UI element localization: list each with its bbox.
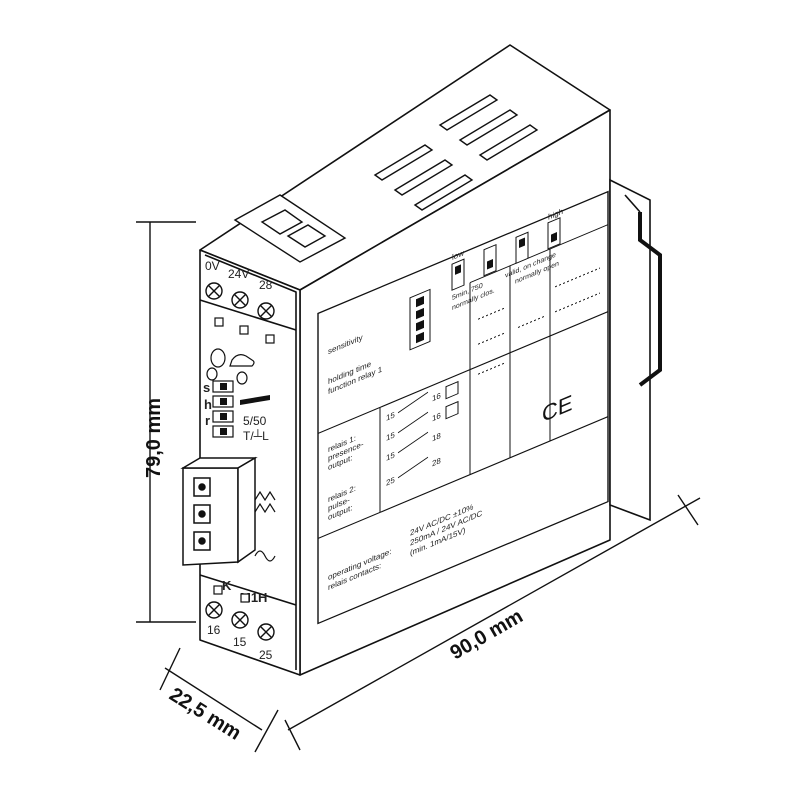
- side-label: low high 5min, 750 valid, on change norm…: [317, 190, 609, 625]
- relay-number: 25: [386, 474, 395, 487]
- led-icon: [206, 367, 218, 381]
- timing-arrows: [478, 267, 600, 375]
- relay-number: 15: [386, 449, 395, 462]
- status-leds: [206, 348, 255, 385]
- relay-number: 15: [386, 429, 395, 442]
- relay-box: [445, 400, 459, 420]
- front-dip-switches: s h r 5/50 T/┴L: [203, 380, 270, 443]
- terminal-label-24v: 24V: [228, 267, 249, 281]
- wave-icon: [254, 490, 276, 502]
- terminal-label-15: 15: [233, 635, 247, 649]
- front-divider-bottom: [199, 574, 297, 606]
- terminal-label-16: 16: [207, 623, 221, 637]
- plug-side: [237, 456, 256, 564]
- switch-letter-s: s: [203, 380, 210, 395]
- vent-slot: [393, 159, 454, 196]
- led-square: [239, 325, 249, 335]
- dimension-lines: [136, 221, 701, 753]
- relay-number: 15: [386, 409, 395, 422]
- switch-letter-r: r: [205, 413, 210, 428]
- terminal-label-0v: 0V: [205, 259, 220, 273]
- dimension-depth-label: 90,0 mm: [447, 605, 527, 664]
- dimension-width-label: 22,5 mm: [165, 684, 245, 745]
- top-block-window: [286, 224, 327, 248]
- din-rail-clip: [609, 178, 662, 522]
- vent-slot: [478, 124, 539, 161]
- led-square: [214, 317, 224, 327]
- top-terminals: 0V 24V 28: [205, 259, 275, 344]
- bottom-terminals: K M1H 16 15 25: [205, 578, 275, 662]
- relay-number: 16: [432, 390, 441, 403]
- plug-connector: [180, 456, 258, 566]
- top-block-window: [260, 209, 304, 235]
- terminal-label-k: K: [222, 578, 232, 593]
- vent-slots: [373, 94, 539, 211]
- vent-slot: [373, 144, 434, 181]
- dimension-height-label: 79,0 mm: [143, 398, 165, 478]
- wave-icon: [254, 502, 276, 514]
- led-square: [240, 593, 250, 603]
- vent-slot: [438, 94, 499, 131]
- relay-number: 18: [432, 430, 441, 443]
- switch-label-pulse: T/┴L: [243, 429, 269, 443]
- switch-letter-h: h: [204, 397, 212, 412]
- label-frame: [317, 190, 609, 625]
- rail-profile: [638, 212, 662, 387]
- front-bevel: [204, 254, 297, 670]
- led-icon: [210, 348, 226, 368]
- relay-box: [445, 380, 459, 400]
- depth-dimension-line: [287, 497, 701, 731]
- led-square: [213, 585, 223, 595]
- terminal-label-25: 25: [259, 648, 273, 662]
- switch-label-5-50: 5/50: [243, 414, 267, 428]
- terminal-label-28: 28: [259, 278, 273, 292]
- width-dimension-line: [164, 667, 263, 731]
- led-icon: [236, 371, 248, 385]
- relay-number: 16: [432, 410, 441, 423]
- vent-slot: [413, 174, 474, 211]
- led-square: [265, 334, 275, 344]
- vent-slot: [458, 109, 519, 146]
- rail-line: [624, 194, 641, 213]
- relay-number: 28: [432, 455, 441, 468]
- relay-contact-symbols: [397, 391, 429, 479]
- front-top-block: [233, 194, 347, 263]
- sensitivity-ramp: [240, 395, 270, 405]
- front-divider-top: [199, 299, 297, 331]
- wave-symbols: [254, 490, 276, 562]
- rail-bracket: [609, 178, 651, 522]
- relay-numbers: 15 16 15 16 15 18 25 28: [386, 390, 441, 488]
- car-icon: [229, 354, 255, 367]
- wave-icon: [254, 550, 276, 562]
